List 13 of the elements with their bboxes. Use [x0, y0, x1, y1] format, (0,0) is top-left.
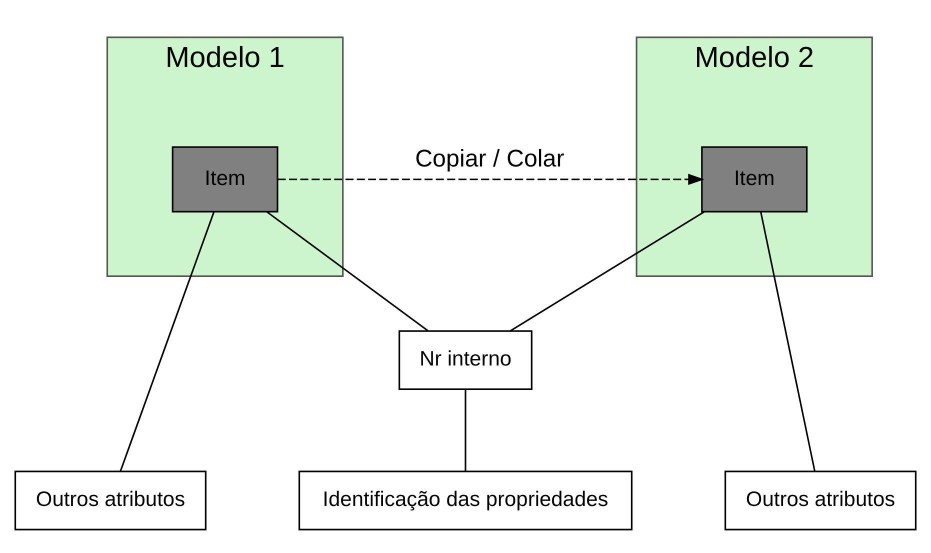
edge-label: Copiar / Colar: [415, 144, 564, 172]
node-box: Nr interno: [398, 330, 532, 390]
node-box: Outros atributos: [724, 470, 917, 530]
connector: [760, 211, 816, 472]
connector: [120, 211, 215, 472]
connector: [464, 388, 466, 471]
arrow: [278, 173, 704, 185]
node-box: Item: [172, 146, 278, 212]
node-box: Identificação das propriedades: [298, 470, 633, 530]
node-box: Item: [701, 146, 808, 212]
connector: [266, 210, 429, 331]
node-box: Outros atributos: [14, 470, 206, 530]
connector: [510, 210, 704, 332]
